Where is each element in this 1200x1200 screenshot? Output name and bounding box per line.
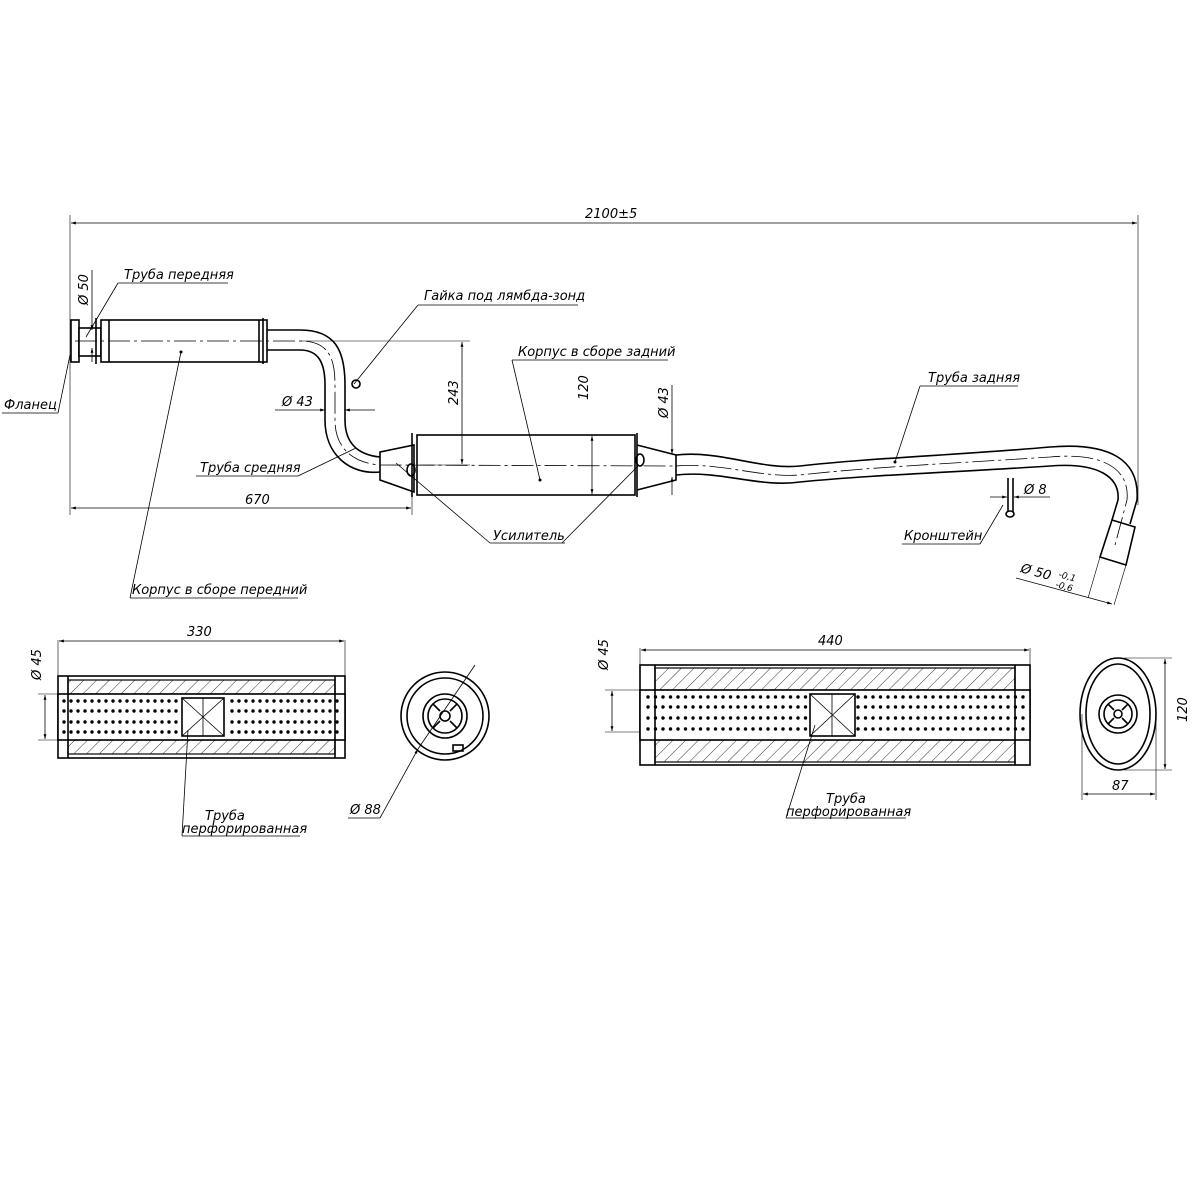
front-section-label-line1: Труба — [205, 809, 245, 824]
rear-section-width-text: 87 — [1112, 779, 1129, 794]
outlet-tol-lower: -0,6 — [1054, 580, 1074, 594]
label-rear-pipe: Труба задняя — [893, 371, 1020, 464]
label-front-body: Корпус в сборе передний — [129, 350, 307, 599]
main-view: 2100±5 — [2, 207, 1139, 606]
outlet-tol-upper: -0,1 — [1057, 570, 1077, 584]
front-section-pipe-diameter-text: Ø 45 — [30, 649, 45, 681]
label-reinforcement: Усилитель — [395, 462, 639, 544]
middle-pipe-diameter-text: Ø 43 — [281, 395, 313, 410]
svg-text:Труба задняя: Труба задняя — [928, 371, 1020, 386]
rear-section-length-text: 440 — [818, 634, 843, 649]
svg-text:Фланец: Фланец — [4, 398, 57, 413]
rear-inlet-diameter-text: Ø 43 — [657, 387, 672, 419]
overall-length-text: 2100±5 — [585, 207, 637, 222]
height-dimension: 243 — [300, 340, 470, 466]
label-flange: Фланец — [2, 354, 71, 414]
overall-length-dimension: 2100±5 — [69, 207, 1139, 505]
front-pipe-diameter-text: Ø 50 — [77, 274, 92, 306]
svg-text:Корпус в сборе передний: Корпус в сборе передний — [132, 583, 307, 598]
label-middle-pipe: Труба средняя — [196, 447, 357, 477]
rear-inlet-diameter-dimension: Ø 43 — [657, 385, 674, 495]
svg-text:Корпус в сборе задний: Корпус в сборе задний — [518, 345, 675, 360]
middle-pipe — [267, 329, 415, 494]
front-section-length-text: 330 — [187, 625, 212, 640]
rear-section-label-line2: перфорированная — [786, 805, 911, 820]
label-lambda-nut: Гайка под лямбда-зонд — [353, 289, 585, 385]
front-perforation-dots — [62, 699, 339, 734]
middle-pipe-diameter-dimension: Ø 43 — [275, 395, 375, 412]
svg-text:Гайка под лямбда-зонд: Гайка под лямбда-зонд — [424, 289, 585, 304]
front-muffler-section: 330 Ø 45 Труба перфорированная Ø 88 — [30, 625, 490, 837]
rear-pipe — [675, 445, 1138, 567]
svg-text:Кронштейн: Кронштейн — [904, 529, 983, 544]
rear-section-height-text: 120 — [1176, 697, 1191, 722]
front-section-label-line2: перфорированная — [182, 822, 307, 837]
rear-section-label-line1: Труба — [826, 792, 866, 807]
bracket-diameter-text: Ø 8 — [1023, 483, 1047, 498]
front-pipe-diameter-dimension: Ø 50 — [77, 270, 94, 362]
rear-section-pipe-diameter-text: Ø 45 — [597, 639, 612, 671]
bracket — [1005, 478, 1015, 518]
svg-text:Усилитель: Усилитель — [493, 529, 565, 544]
bracket-diameter-dimension: Ø 8 — [990, 483, 1050, 499]
label-rear-body: Корпус в сборе задний — [511, 345, 675, 482]
label-bracket: Кронштейн — [902, 504, 1004, 545]
svg-text:Труба средняя: Труба средняя — [200, 461, 301, 476]
front-length-text: 670 — [245, 493, 270, 508]
height-dimension-text: 243 — [447, 380, 462, 405]
outlet-diameter-dimension: Ø 50 -0,1 -0,6 — [1015, 556, 1127, 606]
rear-muffler — [406, 433, 677, 497]
center-line — [75, 340, 1128, 546]
rear-body-height-text: 120 — [577, 375, 592, 400]
front-length-dimension: 670 — [69, 360, 413, 515]
rear-body-height-dimension: 120 — [577, 375, 600, 496]
outlet-diameter-text: Ø 50 — [1018, 561, 1053, 584]
rear-perforation-dots — [646, 695, 1025, 731]
label-front-pipe: Труба передняя — [85, 268, 234, 338]
svg-text:Труба передняя: Труба передняя — [124, 268, 234, 283]
rear-muffler-section: 440 Ø 45 Труба перфорированная 120 87 — [597, 634, 1191, 820]
front-section-outer-diameter-text: Ø 88 — [349, 803, 381, 818]
